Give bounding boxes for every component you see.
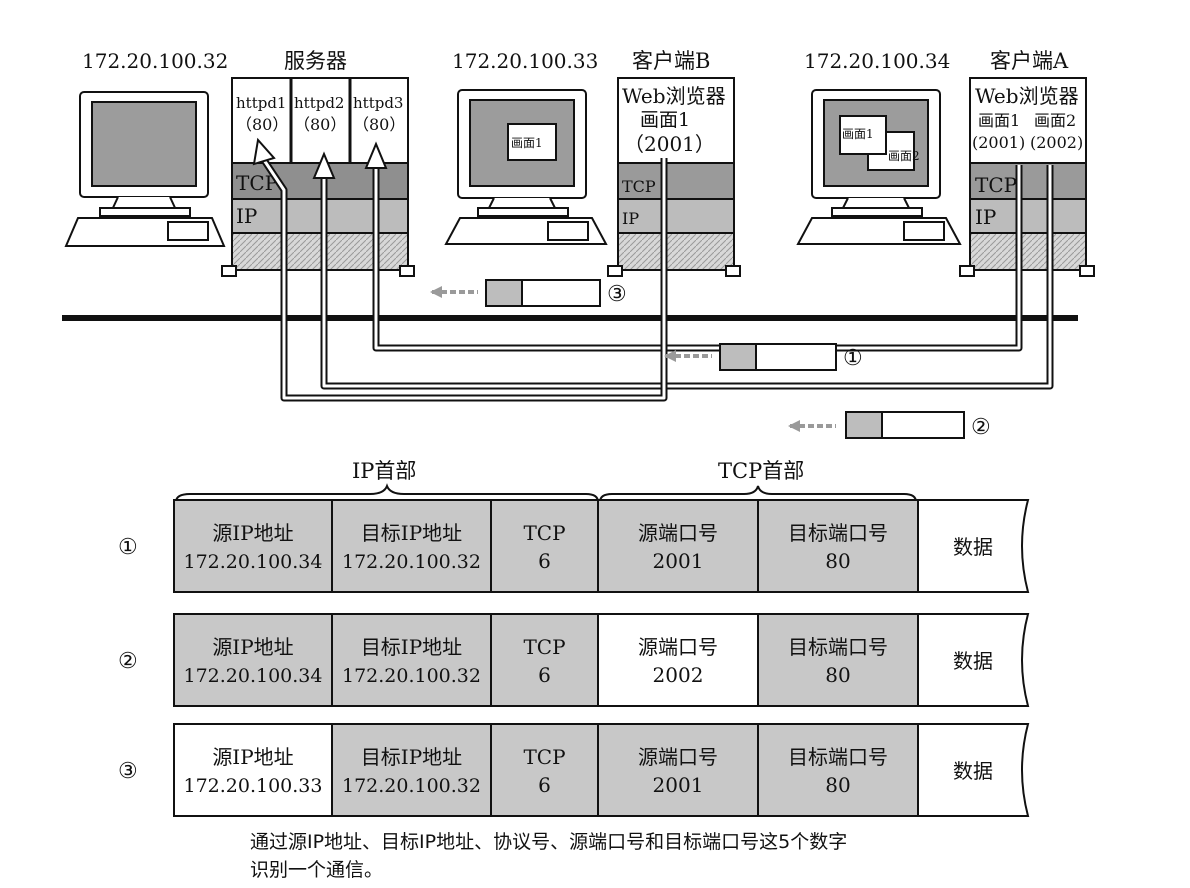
client-a-window-2-label: 画面2 [888,149,920,163]
field-value: 2001 [653,549,704,573]
row-number: ③ [118,759,138,784]
field-title: TCP [523,635,565,659]
client-b-screen-label: 画面1 [640,109,690,131]
server-ip-label: 172.20.100.32 [82,49,228,73]
client-a-tcp-label: TCP [975,173,1017,197]
packet-2 [788,412,964,438]
client-a-ip-layer-label: IP [975,205,996,229]
server-ip-layer-label: IP [236,204,257,228]
field-cell [332,724,491,816]
caption-line-1: 通过源IP地址、目标IP地址、协议号、源端口号和目标端口号这5个数字 [250,831,847,853]
field-value: 80 [825,663,850,687]
client-a-port2-label: (2002) [1030,133,1083,152]
field-value: 6 [538,549,551,573]
field-title: 数据 [953,759,993,783]
field-value: 172.20.100.32 [342,775,481,797]
server-title: 服务器 [284,49,347,73]
client-b-computer-icon [446,90,606,244]
server-proc-3-port: （80） [353,115,405,134]
field-title: 源IP地址 [212,521,293,545]
field-value: 80 [825,549,850,573]
field-title: 源端口号 [638,745,718,769]
field-title: 目标端口号 [788,745,888,769]
field-title: 目标端口号 [788,521,888,545]
client-a-ip-label: 172.20.100.34 [804,49,950,73]
server-computer-icon [66,92,224,246]
field-title: 目标端口号 [788,635,888,659]
field-title: 目标IP地址 [361,521,462,545]
field-value: 2002 [653,663,704,687]
client-a-port1-label: (2001) [972,133,1025,152]
client-a-title: 客户端A [990,49,1069,73]
field-title: 源IP地址 [212,635,293,659]
server-proc-2-name: httpd2 [294,94,344,112]
packet-3 [430,280,600,306]
client-a-window-1-label: 画面1 [842,127,874,141]
field-value: 6 [538,773,551,797]
packet-2-marker: ② [971,415,991,440]
field-value: 172.20.100.34 [183,665,322,687]
ip-header-label: IP首部 [352,459,416,483]
field-title: TCP [523,521,565,545]
server-proc-2-port: （80） [294,115,346,134]
field-cell [598,724,758,816]
field-value: 172.20.100.34 [183,551,322,573]
field-cell [598,500,758,592]
field-cell [758,724,918,816]
field-value: 2001 [653,773,704,797]
field-cell [174,614,332,706]
client-b-app-label: Web浏览器 [622,84,726,108]
field-cell [758,500,918,592]
field-title: 目标IP地址 [361,635,462,659]
packet-row-3: ③ 源IP地址 172.20.100.33 目标IP地址 172.20.100.32 TC… [118,724,1028,816]
server-proc-3-name: httpd3 [353,94,403,112]
field-title: 目标IP地址 [361,745,462,769]
server-proc-1-port: （80） [236,115,288,134]
client-b-title: 客户端B [632,49,710,73]
field-cell [332,614,491,706]
field-cell [491,724,598,816]
field-cell [174,724,332,816]
field-value: 80 [825,773,850,797]
row-number: ① [118,535,138,560]
tcp-header-label: TCP首部 [718,459,804,483]
field-cell [174,500,332,592]
packet-row-1: ① 源IP地址 172.20.100.34 目标IP地址 172.20.100.32 TC… [118,500,1028,592]
client-a-app-label: Web浏览器 [975,84,1079,108]
field-cell [491,500,598,592]
client-b-port-label: （2001） [624,132,715,156]
field-value: 6 [538,663,551,687]
field-value: 172.20.100.32 [342,551,481,573]
field-title: 源端口号 [638,635,718,659]
field-cell [491,614,598,706]
field-title: 源端口号 [638,521,718,545]
client-b-ip-label: 172.20.100.33 [452,49,598,73]
client-b-ip-layer-label: IP [622,209,639,228]
field-cell [758,614,918,706]
field-title: TCP [523,745,565,769]
client-b-window-label: 画面1 [511,136,543,150]
row-number: ② [118,649,138,674]
field-title: 源IP地址 [212,745,293,769]
packet-1-marker: ① [843,346,863,371]
field-cell [332,500,491,592]
packet-3-marker: ③ [607,282,627,307]
client-b-tcp-label: TCP [622,177,656,196]
server-proc-1-name: httpd1 [236,94,286,112]
field-title: 数据 [953,535,993,559]
packet-header-table: ①源IP地址172.20.100.34目标IP地址172.20.100.32TC… [118,500,1028,816]
caption-line-2: 识别一个通信。 [250,859,383,881]
field-value: 172.20.100.32 [342,665,481,687]
client-a-screen1-label: 画面1 [978,111,1020,130]
client-a-screen2-label: 画面2 [1034,111,1076,130]
field-title: 数据 [953,649,993,673]
field-cell [598,614,758,706]
packet-row-2: ② 源IP地址 172.20.100.34 目标IP地址 172.20.100.32 TC… [118,614,1028,706]
field-value: 172.20.100.33 [183,775,322,797]
